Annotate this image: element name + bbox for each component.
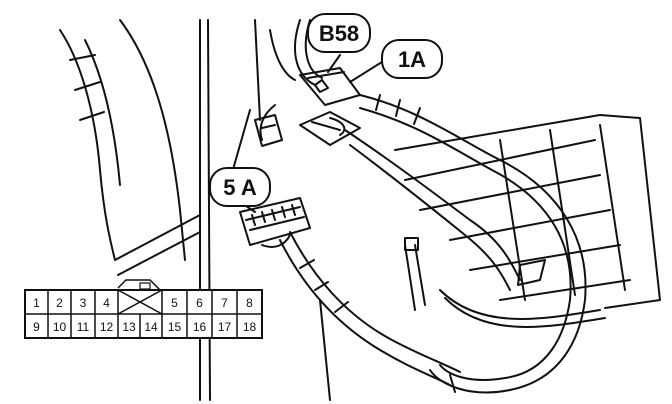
pin-cell-top-4: 4 (103, 296, 110, 310)
leader-1a (349, 61, 383, 83)
pin-cell-top-1: 1 (33, 296, 40, 310)
side-connector-body (254, 114, 283, 147)
pin-cell-top-2: 2 (56, 296, 63, 310)
callout-5a-label: 5 A (223, 175, 257, 200)
blank-cell-cross-b (117, 289, 163, 315)
pin-cell-bottom-8: 16 (193, 320, 207, 334)
pin-cell-top-3: 3 (80, 296, 87, 310)
pin-cell-top-8: 7 (221, 296, 228, 310)
connector-1a-body (299, 111, 361, 146)
pin-cell-bottom-3: 11 (77, 320, 90, 334)
pin-cell-top-6: 5 (171, 296, 178, 310)
pin-cell-bottom-5: 13 (122, 320, 136, 334)
floor-grid (394, 114, 661, 328)
wire-harness (259, 19, 587, 394)
pin-cell-bottom-9: 17 (218, 320, 232, 334)
pin-cell-bottom-6: 14 (144, 320, 158, 334)
callout-1a-label: 1A (398, 47, 426, 72)
pin-cell-bottom-4: 12 (100, 320, 114, 334)
callout-5a-bubble (209, 167, 271, 207)
pin-cell-bottom-10: 18 (243, 320, 257, 334)
pin-cell-bottom-2: 10 (53, 320, 67, 334)
pin-cell-top-9: 8 (246, 296, 253, 310)
callout-1a-bubble (381, 39, 443, 79)
pin-cell-bottom-7: 15 (168, 320, 182, 334)
leader-b58 (327, 54, 341, 73)
connector-5a-body (239, 197, 311, 248)
callout-b58-bubble (307, 13, 371, 53)
pin-cell-bottom-1: 9 (33, 320, 40, 334)
callout-b58-label: B58 (319, 21, 359, 46)
connector-b58-body (299, 67, 361, 106)
body-structure (59, 19, 331, 401)
pin-cell-top-7: 6 (196, 296, 203, 310)
